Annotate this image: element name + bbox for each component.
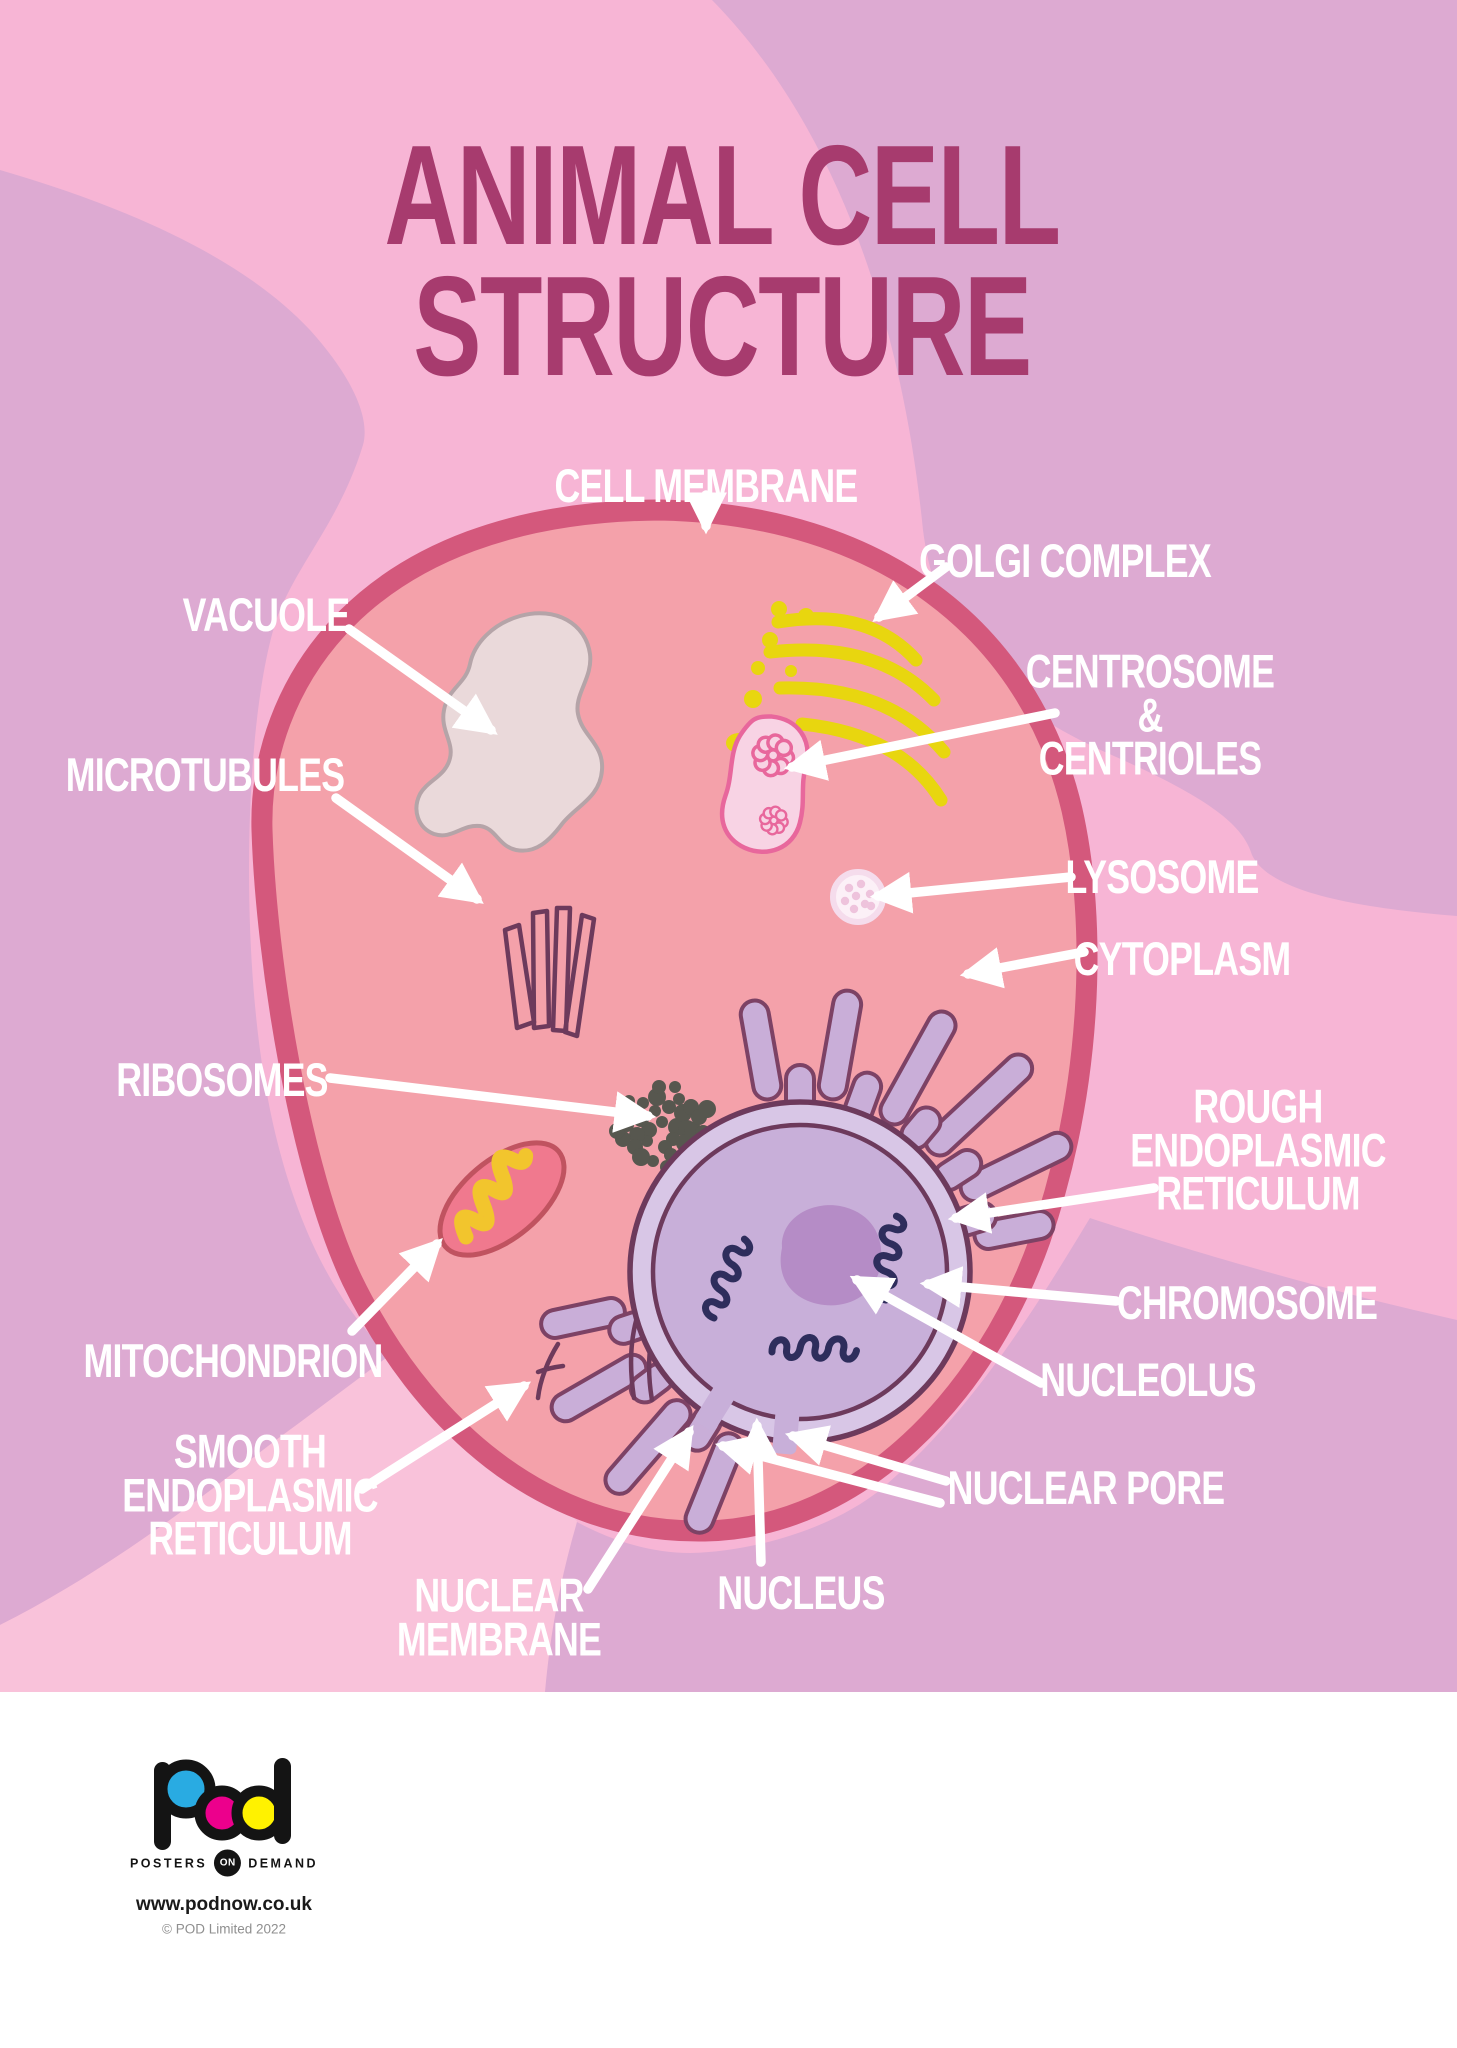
microtubules-shape <box>502 905 597 1039</box>
arrow-lysosome <box>869 871 1076 914</box>
tagline-demand: DEMAND <box>248 1856 319 1870</box>
chromosome-shape <box>702 1235 754 1322</box>
arrow-nuclear-pore-1 <box>784 1425 951 1486</box>
arrow-ribosomes <box>325 1073 657 1133</box>
background-swirl-left <box>0 170 390 1625</box>
page-title-line1: ANIMAL CELL <box>384 116 1061 275</box>
label-vacuole: VACUOLE <box>182 588 350 642</box>
label-mitochondrion: MITOCHONDRION <box>83 1334 383 1388</box>
arrow-centrosome <box>783 708 1060 781</box>
arrow-smooth-er <box>357 1381 532 1494</box>
label-ribosomes: RIBOSOMES <box>116 1053 328 1107</box>
centriole-flower <box>758 805 789 836</box>
label-microtubules: MICROTUBULES <box>65 748 345 802</box>
label-lysosome: LYSOSOME <box>1065 850 1259 904</box>
label-cell-membrane: CELL MEMBRANE <box>554 459 858 513</box>
nuclear-pore-gap <box>695 1381 737 1431</box>
label-nucleolus: NUCLEOLUS <box>1040 1353 1256 1407</box>
arrow-microtubules <box>331 793 484 904</box>
tagline-posters: POSTERS <box>129 1856 208 1870</box>
arrow-nucleus <box>737 1417 779 1567</box>
arrow-golgi-complex <box>872 562 951 622</box>
label-nucleus: NUCLEUS <box>717 1566 885 1620</box>
arrow-nuclear-membrane <box>583 1424 694 1594</box>
tagline-on-badge: ON <box>214 1849 242 1877</box>
background-swirl-top-right <box>712 0 1457 916</box>
label-arrows <box>325 490 1159 1594</box>
pod-logo <box>154 1758 291 1850</box>
arrow-nuclear-pore-2 <box>714 1434 945 1508</box>
arrow-chromosome <box>919 1266 1121 1308</box>
nuclear-pore-gap <box>772 1405 800 1455</box>
vacuole-shape <box>414 611 605 853</box>
label-nuclear-pore: NUCLEAR PORE <box>947 1461 1225 1515</box>
arrow-rough-er <box>947 1183 1159 1234</box>
nucleus-shape <box>627 1099 973 1455</box>
arrow-cytoplasm <box>959 947 1089 989</box>
background-swirl-bottom-right <box>545 1218 1457 1692</box>
arrow-mitochondrion <box>347 1238 443 1336</box>
page-title-line2: STRUCTURE <box>413 247 1032 406</box>
label-nuclear-membrane: NUCLEAR MEMBRANE <box>396 1568 602 1665</box>
label-cytoplasm: CYTOPLASM <box>1073 932 1292 986</box>
label-smooth-er: SMOOTH ENDOPLASMIC RETICULUM <box>122 1424 378 1565</box>
label-golgi-complex: GOLGI COMPLEX <box>919 534 1212 588</box>
logo-tagline: POSTERS ON DEMAND <box>129 1849 319 1877</box>
mitochondrion-shape <box>437 1140 567 1258</box>
chromosome-shape <box>768 1334 861 1363</box>
footer-copyright: © POD Limited 2022 <box>161 1921 287 1937</box>
footer-website: www.podnow.co.uk <box>136 1894 312 1915</box>
logo-d-stem <box>274 1758 291 1844</box>
label-centrosome: CENTROSOME & CENTRIOLES <box>1025 644 1275 785</box>
arrow-vacuole <box>344 624 498 735</box>
label-chromosome: CHROMOSOME <box>1116 1276 1378 1330</box>
label-rough-er: ROUGH ENDOPLASMIC RETICULUM <box>1130 1079 1386 1220</box>
arrow-nucleolus <box>849 1275 1046 1388</box>
